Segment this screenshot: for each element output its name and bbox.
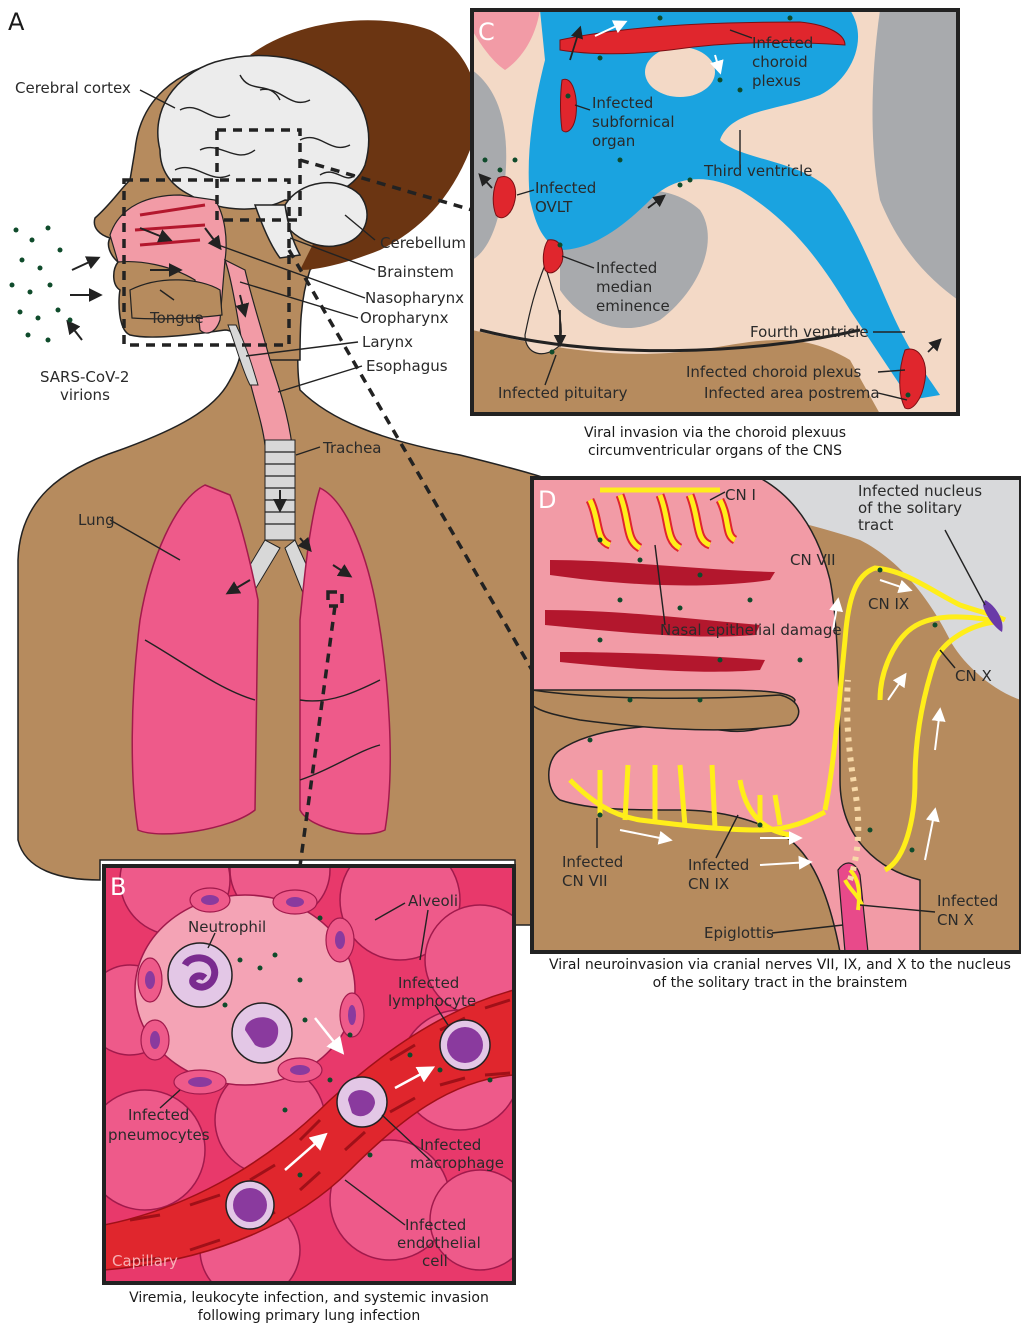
label-c-choroid-line2: choroid: [752, 53, 808, 71]
label-c-third-ventricle: Third ventricle: [703, 162, 813, 180]
label-d-cn-i: CN I: [725, 486, 756, 504]
label-b-macrophage-line2: macrophage: [410, 1154, 504, 1172]
label-b-endothelial-line1: Infected: [405, 1216, 466, 1234]
label-c-fourth-ventricle: Fourth ventricle: [750, 323, 869, 341]
label-d-inf-cn-vii-line1: Infected: [562, 853, 623, 871]
label-b-alveoli: Alveoli: [408, 892, 458, 910]
panel-d: D CN I Infected nucleus of the solitary …: [532, 478, 1021, 991]
label-c-sfo-line1: Infected: [592, 94, 653, 112]
label-c-area-postrema: Infected area postrema: [704, 384, 880, 402]
label-c-median-line2: median: [596, 278, 652, 296]
panel-a-letter: A: [8, 8, 25, 36]
label-brainstem: Brainstem: [377, 263, 454, 281]
label-b-capillary: Capillary: [112, 1252, 178, 1270]
label-nasopharynx: Nasopharynx: [365, 289, 464, 307]
panel-b-letter: B: [110, 873, 126, 901]
label-esophagus: Esophagus: [366, 357, 448, 375]
label-d-inf-cn-x-line1: Infected: [937, 892, 998, 910]
caption-b-line1: Viremia, leukocyte infection, and system…: [129, 1290, 489, 1306]
b-neutrophil-2: [232, 1003, 292, 1063]
panel-c-letter: C: [478, 18, 495, 46]
label-b-lymphocyte-line1: Infected: [398, 974, 459, 992]
label-d-nucleus-line3: tract: [858, 516, 893, 534]
label-d-nucleus-line1: Infected nucleus: [858, 482, 982, 500]
label-b-neutrophil: Neutrophil: [188, 918, 266, 936]
label-c-ovlt-line1: Infected: [535, 179, 596, 197]
label-tongue: Tongue: [149, 309, 204, 327]
caption-d-line1: Viral neuroinvasion via cranial nerves V…: [549, 957, 1011, 973]
label-d-inf-cn-ix-line2: CN IX: [688, 875, 729, 893]
label-d-epiglottis: Epiglottis: [704, 924, 774, 942]
label-b-pneumocytes-line1: Infected: [128, 1106, 189, 1124]
label-b-lymphocyte-line2: lymphocyte: [388, 992, 476, 1010]
label-d-inf-cn-x-line2: CN X: [937, 911, 974, 929]
panel-b: B Alveoli Neutrophil Infected lymphocyte…: [85, 820, 535, 1324]
label-c-median-line1: Infected: [596, 259, 657, 277]
label-b-macrophage-line1: Infected: [420, 1136, 481, 1154]
label-oropharynx: Oropharynx: [360, 309, 449, 327]
label-d-cn-vii: CN VII: [790, 551, 836, 569]
label-c-ovlt-line2: OVLT: [535, 198, 573, 216]
label-b-endothelial-line2: endothelial: [397, 1234, 481, 1252]
label-c-choroid-line3: plexus: [752, 72, 801, 90]
c-thalamic-mass: [645, 47, 715, 97]
label-d-nasal-damage: Nasal epithelial damage: [660, 621, 842, 639]
b-neutrophil: [168, 943, 232, 1007]
b-monocyte: [226, 1181, 274, 1229]
label-c-sfo-line2: subfornical: [592, 113, 675, 131]
label-virions-line1: SARS-CoV-2: [40, 368, 129, 386]
label-trachea: Trachea: [322, 439, 382, 457]
label-d-inf-cn-ix-line1: Infected: [688, 856, 749, 874]
caption-d-line2: of the solitary tract in the brainstem: [653, 975, 908, 991]
cerebellum: [285, 183, 367, 247]
label-cerebral-cortex: Cerebral cortex: [15, 79, 131, 97]
panel-c: C Infected choroid plexus Infected subfo…: [472, 10, 958, 459]
label-c-median-line3: eminence: [596, 297, 670, 315]
label-lung: Lung: [78, 511, 115, 529]
label-b-endothelial-line3: cell: [422, 1252, 448, 1270]
label-c-sfo-line3: organ: [592, 132, 635, 150]
label-d-cn-ix: CN IX: [868, 595, 909, 613]
label-d-cn-x: CN X: [955, 667, 992, 685]
caption-c-line1: Viral invasion via the choroid plexuus: [584, 425, 846, 441]
label-d-nucleus-line2: of the solitary: [858, 499, 962, 517]
b-infected-lymphocyte: [440, 1020, 490, 1070]
label-c-pituitary: Infected pituitary: [498, 384, 628, 402]
caption-b-line2: following primary lung infection: [198, 1308, 420, 1324]
caption-c-line2: circumventricular organs of the CNS: [588, 443, 842, 459]
label-c-choroid-plexus-2: Infected choroid plexus: [686, 363, 862, 381]
label-d-inf-cn-vii-line2: CN VII: [562, 872, 608, 890]
label-larynx: Larynx: [362, 333, 413, 351]
label-b-pneumocytes-line2: pneumocytes: [108, 1126, 210, 1144]
label-c-choroid-line1: Infected: [752, 34, 813, 52]
panel-d-letter: D: [538, 486, 556, 514]
b-infected-macrophage: [337, 1077, 387, 1127]
label-cerebellum: Cerebellum: [380, 234, 466, 252]
virion-cloud: [10, 226, 73, 343]
label-virions-line2: virions: [60, 386, 110, 404]
